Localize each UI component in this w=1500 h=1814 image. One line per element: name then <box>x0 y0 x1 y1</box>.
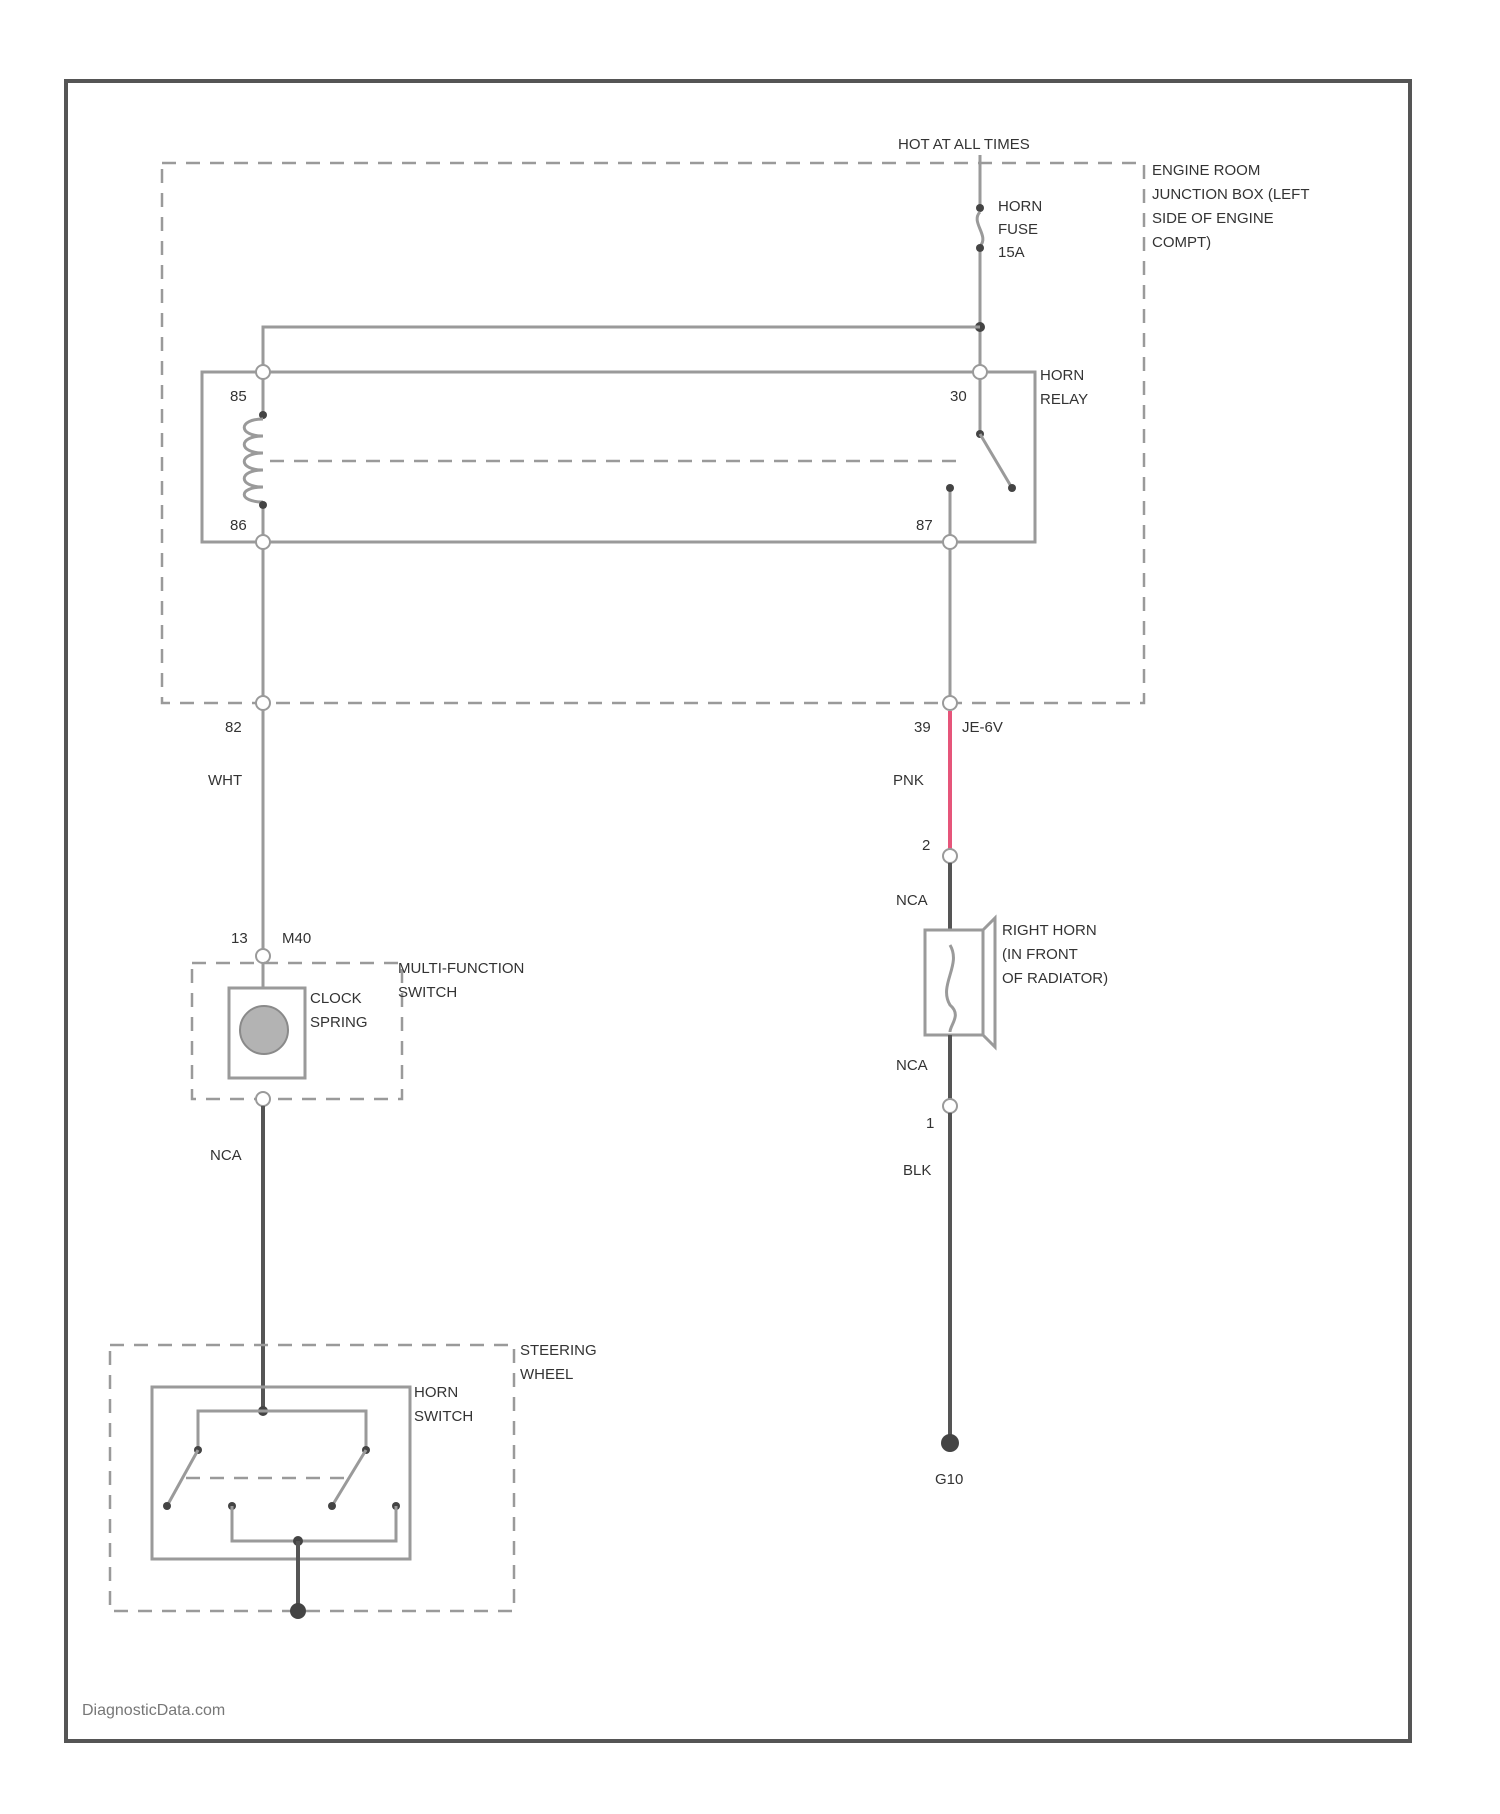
steering-wheel-ground-dot <box>290 1603 306 1619</box>
fuse-label-2: FUSE <box>998 221 1038 238</box>
wire-wht-label: WHT <box>208 772 242 789</box>
relay-pin-30-connector <box>973 365 987 379</box>
relay-pin-30-label: 30 <box>950 388 967 405</box>
wire-blk-label: BLK <box>903 1162 931 1179</box>
jb-left-connector <box>256 696 270 710</box>
mfs-output-connector <box>256 1092 270 1106</box>
relay-pin-86-connector <box>256 535 270 549</box>
multifunction-switch-label-2: SWITCH <box>398 984 457 1001</box>
fuse-element <box>977 212 983 246</box>
relay-pin-87-label: 87 <box>916 517 933 534</box>
mfs-connector <box>256 949 270 963</box>
right-horn-label-3: OF RADIATOR) <box>1002 970 1108 987</box>
jb-right-id-label: JE-6V <box>962 719 1003 736</box>
horn-connector-top <box>943 849 957 863</box>
relay-pin-86-label: 86 <box>230 517 247 534</box>
multifunction-switch-label-1: MULTI-FUNCTION <box>398 960 524 977</box>
relay-switch-blade <box>980 434 1012 488</box>
jb-right-connector <box>943 696 957 710</box>
mfs-id-label: M40 <box>282 930 311 947</box>
clock-spring-label-2: SPRING <box>310 1014 368 1031</box>
junction-box-label-1: ENGINE ROOM <box>1152 162 1260 179</box>
fuse-bottom-terminal <box>976 244 984 252</box>
horn-relay-label-1: HORN <box>1040 367 1084 384</box>
relay-coil-bottom-dot <box>259 501 267 509</box>
junction-box-outline <box>162 163 1144 703</box>
horn-switch-right-tip <box>328 1502 336 1510</box>
mfs-pin-label: 13 <box>231 930 248 947</box>
relay-pin-85-label: 85 <box>230 388 247 405</box>
horn-connector-bottom <box>943 1099 957 1113</box>
coil-feed-wire <box>263 327 980 370</box>
horn-switch-label-1: HORN <box>414 1384 458 1401</box>
jb-right-pin-label: 39 <box>914 719 931 736</box>
horn-relay-label-2: RELAY <box>1040 391 1088 408</box>
diagram-frame <box>66 81 1410 1741</box>
relay-pin-87-connector <box>943 535 957 549</box>
wire-nca-horn-bottom-label: NCA <box>896 1057 928 1074</box>
fuse-label-3: 15A <box>998 244 1025 261</box>
horn-switch-contact-bus <box>232 1506 396 1541</box>
relay-switch-blade-tip <box>1008 484 1016 492</box>
jb-left-pin-label: 82 <box>225 719 242 736</box>
horn-pin-top-label: 2 <box>922 837 930 854</box>
ground-g10-dot <box>941 1434 959 1452</box>
right-horn-bell <box>983 918 995 1047</box>
right-horn-label-1: RIGHT HORN <box>1002 922 1097 939</box>
horn-switch-bus <box>198 1411 366 1450</box>
relay-coil <box>244 419 263 502</box>
right-horn-coil <box>947 945 956 1032</box>
steering-wheel-label-2: WHEEL <box>520 1366 573 1383</box>
relay-pin-85-connector <box>256 365 270 379</box>
fuse-label-1: HORN <box>998 198 1042 215</box>
horn-switch-left-tip <box>163 1502 171 1510</box>
watermark: DiagnosticData.com <box>82 1702 225 1719</box>
horn-switch-box <box>152 1387 410 1559</box>
clock-spring-icon <box>240 1006 288 1054</box>
steering-wheel-label-1: STEERING <box>520 1342 597 1359</box>
junction-box-label-3: SIDE OF ENGINE <box>1152 210 1274 227</box>
wire-nca-left-label: NCA <box>210 1147 242 1164</box>
junction-box-label-2: JUNCTION BOX (LEFT <box>1152 186 1310 203</box>
ground-g10-label: G10 <box>935 1471 963 1488</box>
wire-pnk-label: PNK <box>893 772 924 789</box>
fuse-top-terminal <box>976 204 984 212</box>
power-label: HOT AT ALL TIMES <box>898 136 1030 153</box>
horn-pin-bottom-label: 1 <box>926 1115 934 1132</box>
right-horn-label-2: (IN FRONT <box>1002 946 1078 963</box>
relay-switch-contact <box>946 484 954 492</box>
junction-box-label-4: COMPT) <box>1152 234 1211 251</box>
horn-switch-label-2: SWITCH <box>414 1408 473 1425</box>
wire-nca-horn-top-label: NCA <box>896 892 928 909</box>
clock-spring-label-1: CLOCK <box>310 990 362 1007</box>
horn-relay-box <box>202 372 1035 542</box>
